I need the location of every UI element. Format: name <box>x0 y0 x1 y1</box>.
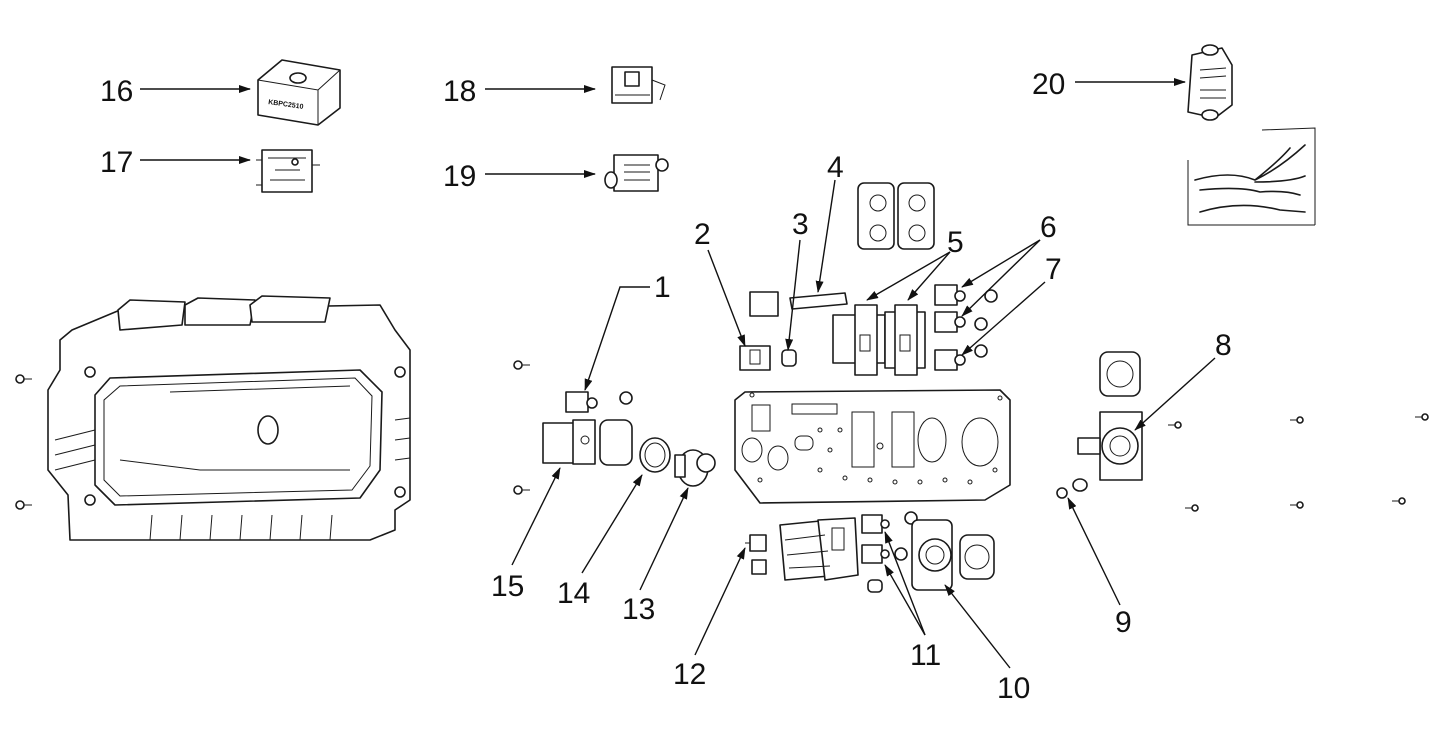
part-16-marking: KBPC2510 <box>268 99 304 111</box>
part-2-switch <box>739 345 771 371</box>
part-1-breaker <box>565 391 633 413</box>
part-5-gfci-outlets <box>832 304 926 376</box>
callout-12: 12 <box>673 658 706 691</box>
part-20-control-module <box>1187 44 1316 226</box>
part-13-dc-socket <box>674 449 716 487</box>
callout-19: 19 <box>443 160 476 193</box>
screw-icon <box>1168 413 1429 512</box>
part-4-bar <box>749 291 848 317</box>
part-19-relay <box>604 154 669 192</box>
part-6-breakers <box>934 284 998 333</box>
callout-11: 11 <box>910 639 941 672</box>
part-17-module <box>256 149 320 193</box>
part-8-receptacle <box>1077 351 1143 481</box>
callout-3: 3 <box>792 208 809 241</box>
callout-9: 9 <box>1115 606 1132 639</box>
callout-20: 20 <box>1032 68 1065 101</box>
callout-6: 6 <box>1040 211 1057 244</box>
callout-13: 13 <box>622 593 655 626</box>
faceplate <box>734 389 1011 504</box>
part-7-breaker <box>934 344 988 371</box>
callout-2: 2 <box>694 218 711 251</box>
duplex-outlet-pair <box>857 182 935 250</box>
callout-numbers: 1 2 3 4 5 6 7 8 9 10 11 12 13 14 15 16 1… <box>100 68 1232 705</box>
callout-14: 14 <box>557 577 590 610</box>
callout-15: 15 <box>491 570 524 603</box>
callout-8: 8 <box>1215 329 1232 362</box>
callout-18: 18 <box>443 75 476 108</box>
callout-16: 16 <box>100 75 133 108</box>
callout-5: 5 <box>947 226 964 259</box>
part-11-breakers <box>861 511 918 593</box>
screw-icon <box>15 360 530 510</box>
part-3-indicator <box>781 349 797 367</box>
callout-10: 10 <box>997 672 1030 705</box>
callout-1: 1 <box>654 271 671 304</box>
part-14-ring <box>639 437 671 473</box>
panel-housing <box>47 295 411 541</box>
callout-7: 7 <box>1045 253 1062 286</box>
part-16-rectifier: KBPC2510 <box>257 59 341 126</box>
rotary-switch <box>779 517 859 581</box>
callout-4: 4 <box>827 151 844 184</box>
part-15-breaker <box>542 419 633 466</box>
part-9-fitting <box>1056 478 1088 499</box>
callout-17: 17 <box>100 146 133 179</box>
part-12-switch <box>745 534 767 575</box>
part-10-locking-receptacle <box>911 519 995 591</box>
leader-lines <box>140 78 1216 669</box>
part-18-relay <box>611 66 666 104</box>
